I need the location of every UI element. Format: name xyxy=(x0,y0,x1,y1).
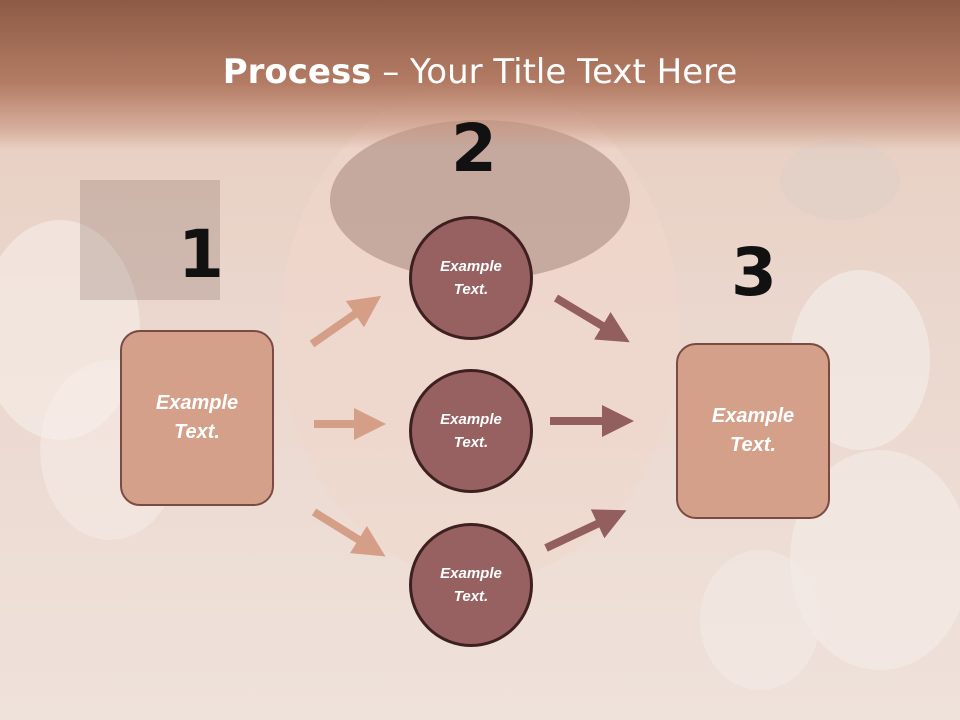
arrow-from-circle-1 xyxy=(553,294,630,343)
circle-step-2: Example Text. xyxy=(409,369,533,493)
title-band xyxy=(0,0,960,150)
left-step-box: Example Text. xyxy=(120,330,274,506)
circle-step-1-text: Example Text. xyxy=(440,258,502,298)
step-number-3: 3 xyxy=(731,234,777,311)
arrow-to-circle-3 xyxy=(311,508,386,557)
title-rest: – Your Title Text Here xyxy=(371,52,738,92)
right-step-text: Example Text. xyxy=(711,405,795,456)
arrow-to-circle-1 xyxy=(309,295,382,348)
step-number-2: 2 xyxy=(451,110,497,187)
circle-step-1: Example Text. xyxy=(409,216,533,340)
arrow-from-circle-3 xyxy=(544,509,627,552)
right-step-box: Example Text. xyxy=(676,343,830,519)
slide-title: Process – Your Title Text Here xyxy=(0,52,960,92)
step-number-1: 1 xyxy=(178,216,224,293)
circle-step-3: Example Text. xyxy=(409,523,533,647)
left-step-text: Example Text. xyxy=(155,392,239,443)
circle-step-2-text: Example Text. xyxy=(440,411,502,451)
title-bold: Process xyxy=(222,52,372,92)
circle-step-3-text: Example Text. xyxy=(440,565,502,605)
